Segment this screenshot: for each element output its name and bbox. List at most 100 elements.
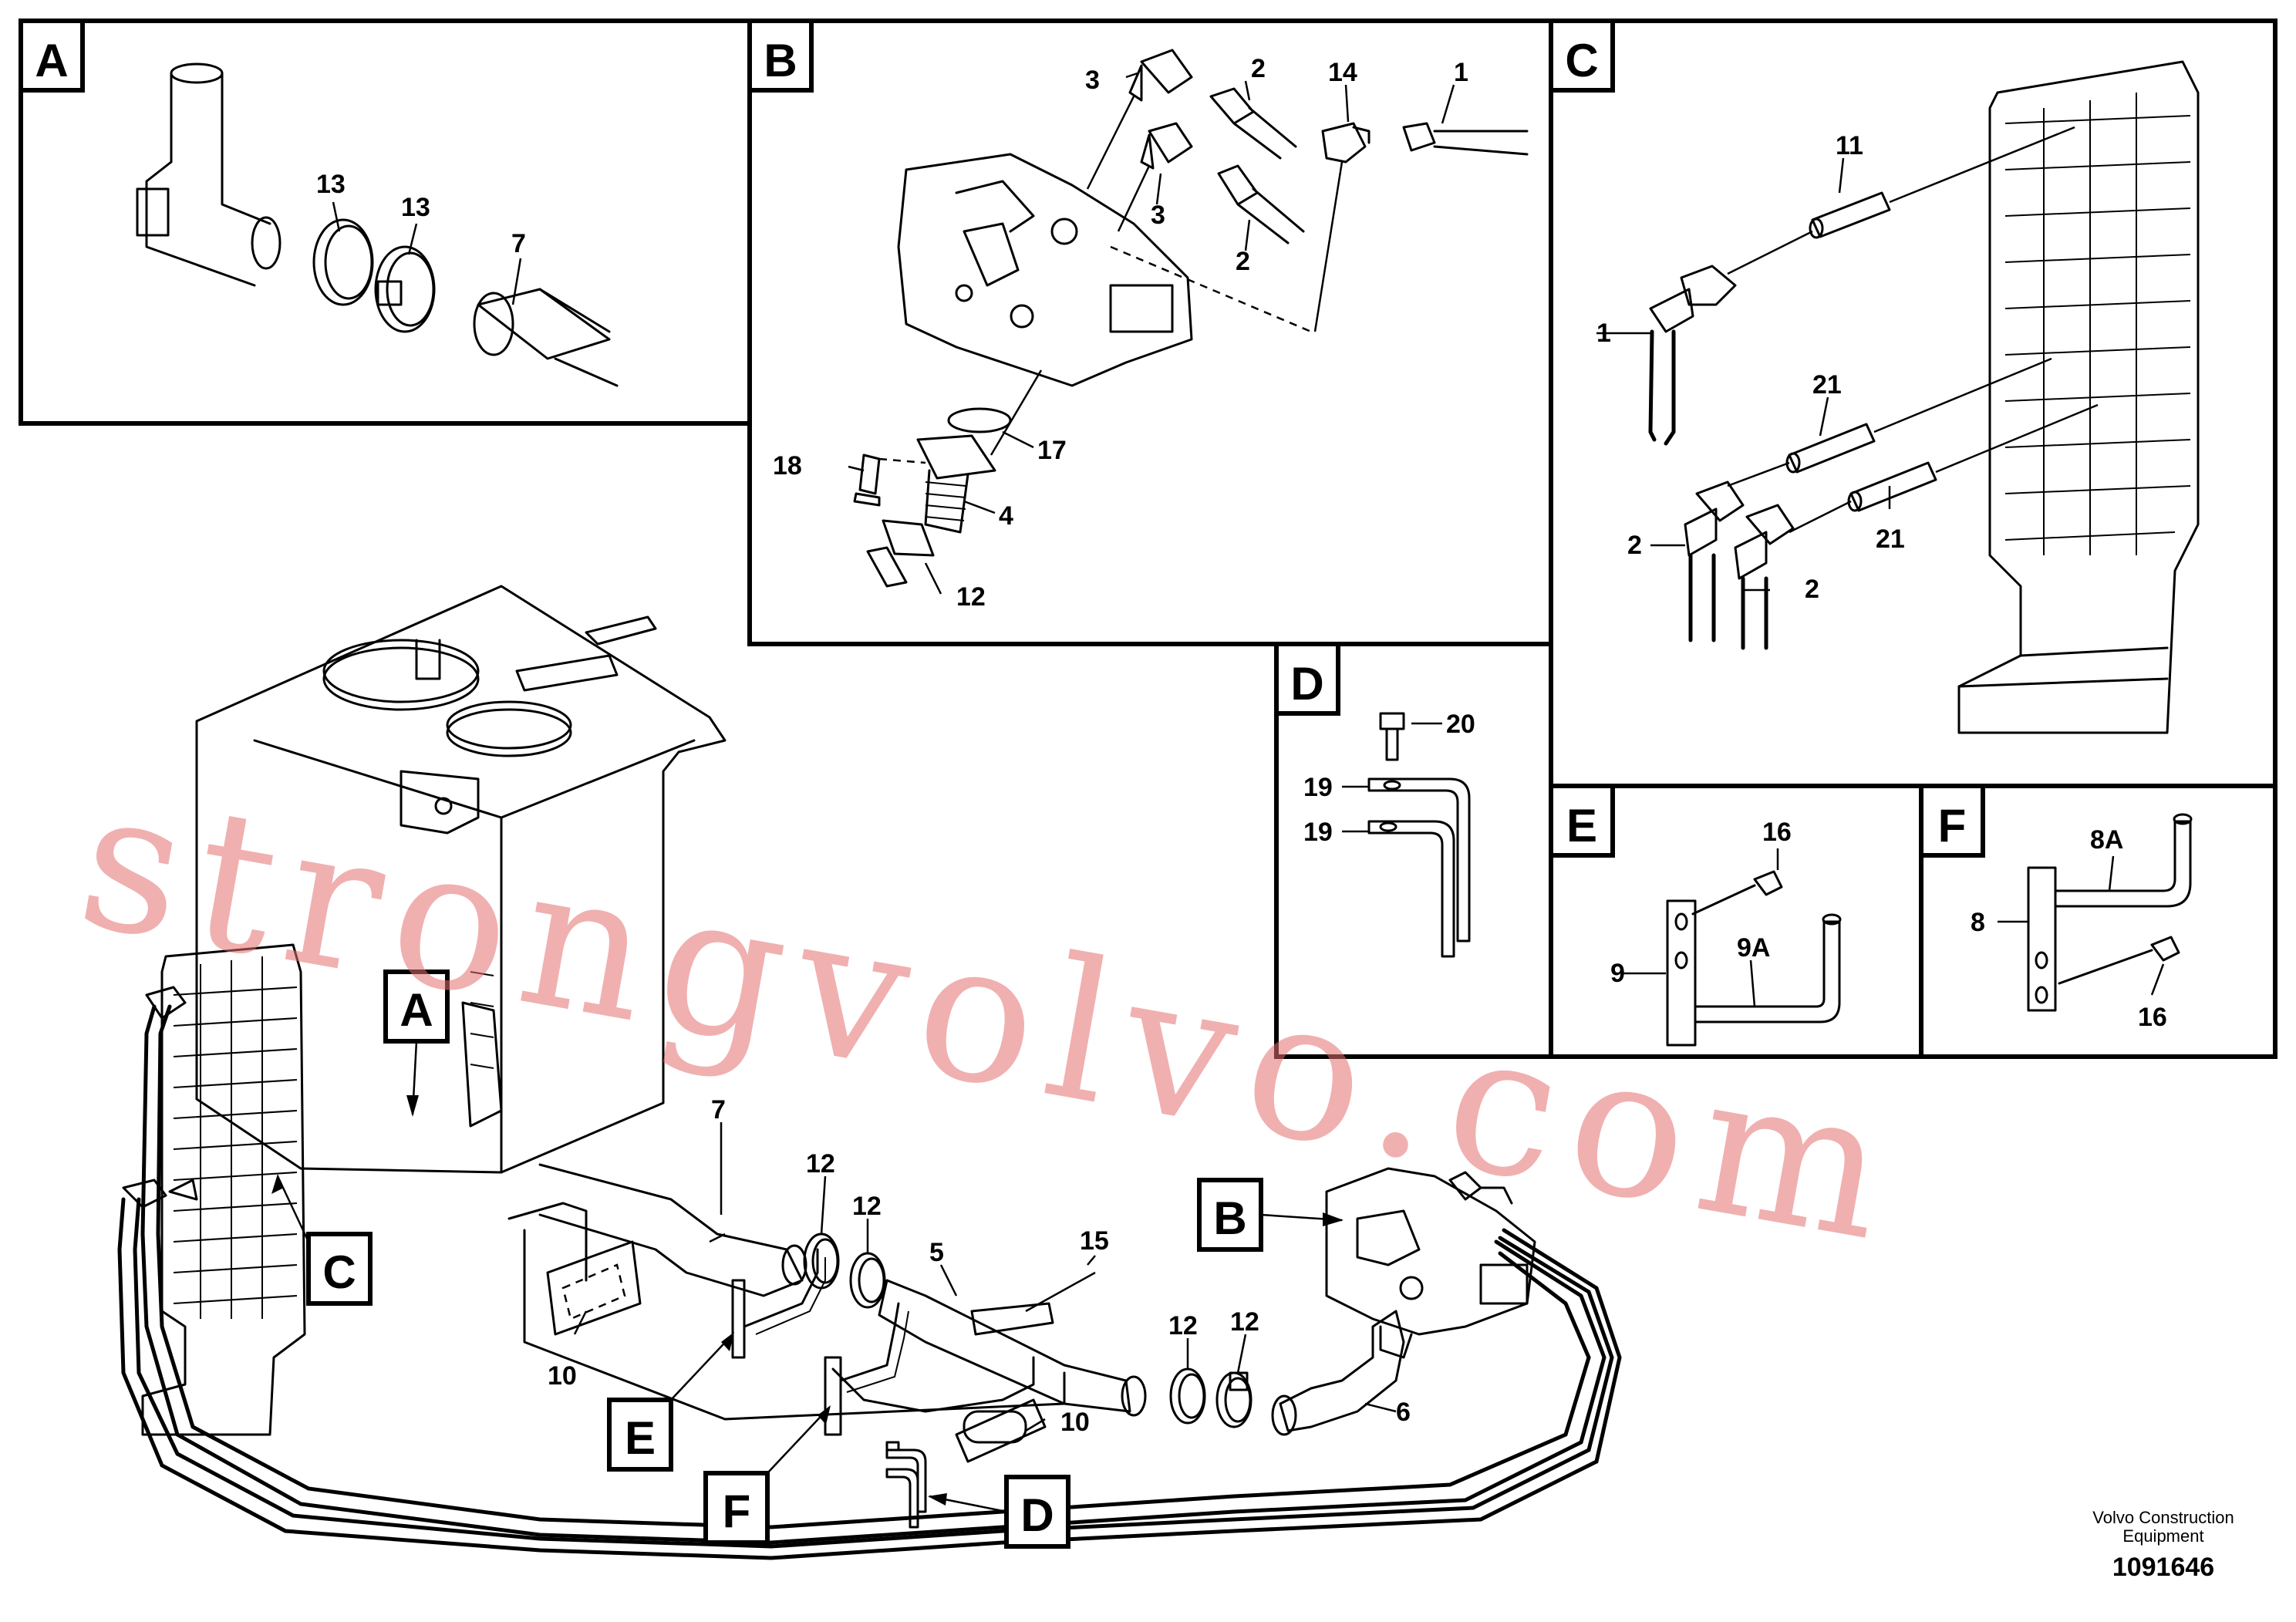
clamp-13-a (312, 218, 374, 306)
bracket-e-main (731, 1248, 826, 1359)
callout-b[interactable]: B (1197, 1178, 1344, 1252)
label-9a: 9A (1737, 933, 1770, 963)
callout-e[interactable]: E (607, 1332, 734, 1472)
label-12-b: 12 (956, 582, 986, 612)
control-valve-block (1957, 60, 2200, 734)
bracket-19 (1367, 777, 1471, 958)
panel-c: C (1549, 19, 2277, 788)
label-21-a: 21 (1812, 370, 1842, 400)
callout-e-label: E (625, 1412, 656, 1464)
hose-bundle (117, 986, 1622, 1560)
flange-4 (916, 434, 996, 534)
label-9: 9 (1610, 959, 1625, 988)
label-2-c-b: 2 (1805, 575, 1819, 604)
panel-b-letter: B (764, 35, 797, 86)
label-12-main-d: 12 (1230, 1307, 1259, 1337)
clamp-12-b (866, 519, 935, 588)
pipe-21-b (1847, 461, 1937, 512)
panel-c-letter: C (1565, 35, 1598, 86)
label-2-bottom: 2 (1236, 247, 1250, 276)
callout-d[interactable]: D (928, 1475, 1070, 1549)
callout-c[interactable]: C (271, 1174, 373, 1306)
oring-17 (947, 407, 1012, 433)
label-4: 4 (999, 501, 1013, 531)
label-2-c-a: 2 (1627, 531, 1642, 560)
label-1-c: 1 (1596, 319, 1611, 348)
label-3-bottom: 3 (1151, 201, 1165, 230)
hose-2-c-a (1684, 481, 1745, 642)
main-assembly: 7 12 12 5 15 12 12 6 10 10 A B C (117, 585, 1622, 1560)
label-5: 5 (929, 1238, 944, 1267)
clamp-12-main-b (849, 1252, 886, 1309)
label-11: 11 (1836, 131, 1863, 160)
label-15: 15 (1080, 1226, 1109, 1256)
clamp-12-main-d (1215, 1371, 1253, 1428)
bolt-16-e (1691, 870, 1783, 916)
footer: Volvo Construction Equipment 1091646 (2092, 1508, 2234, 1582)
hose-7-end (473, 288, 619, 387)
panel-f-letter: F (1938, 800, 1967, 851)
callout-a-label: A (400, 984, 433, 1036)
callout-a[interactable]: A (383, 969, 450, 1117)
fitting-14 (1321, 122, 1371, 164)
bolt-16-f (2058, 936, 2180, 985)
plate-9 (1666, 899, 1697, 1047)
label-10-b: 10 (1060, 1408, 1090, 1437)
callout-f-label: F (723, 1485, 751, 1537)
label-6: 6 (1396, 1398, 1411, 1427)
label-14: 14 (1328, 58, 1357, 87)
panel-d: D 20 19 19 (1274, 642, 1553, 1059)
label-19-b: 19 (1303, 818, 1333, 847)
footer-company: Volvo Construction (2092, 1508, 2234, 1527)
label-16-f: 16 (2138, 1003, 2167, 1032)
panel-d-letter: D (1290, 658, 1323, 710)
plate-8 (2027, 866, 2057, 1012)
frame-bottom (507, 1202, 1066, 1421)
bolt-20 (1379, 712, 1405, 761)
elbow-3-bottom (1140, 122, 1193, 170)
bolt-18 (853, 454, 881, 507)
hose-2-bottom (1217, 164, 1305, 244)
tube-8a (2054, 813, 2193, 908)
hose-1-c (1648, 265, 1737, 446)
elbow-3-top (1128, 49, 1193, 102)
clamp-13-b (374, 245, 436, 333)
main-pump (1325, 1167, 1536, 1359)
label-13-b: 13 (401, 193, 430, 222)
label-8a: 8A (2090, 825, 2123, 855)
document-number: 1091646 (2112, 1553, 2214, 1582)
panel-a-letter: A (35, 35, 68, 86)
label-13-a: 13 (316, 170, 346, 199)
callout-f[interactable]: F (703, 1405, 831, 1545)
label-7-main: 7 (711, 1095, 726, 1125)
label-10-a: 10 (548, 1361, 577, 1391)
clamp-12-main-a (803, 1233, 840, 1290)
tank-mount-10-a (546, 1240, 642, 1336)
callout-c-label: C (322, 1246, 356, 1298)
label-17: 17 (1037, 436, 1067, 465)
panel-e: E 16 9 9A (1549, 784, 1923, 1059)
label-21-b: 21 (1876, 524, 1905, 554)
footer-company-2: Equipment (2122, 1526, 2203, 1546)
label-2-top: 2 (1251, 54, 1266, 83)
panel-e-letter: E (1566, 800, 1597, 851)
label-18: 18 (773, 451, 802, 481)
label-12-main-c: 12 (1168, 1311, 1198, 1340)
pipe-11 (1809, 191, 1891, 239)
hydraulic-tank (195, 585, 727, 1174)
label-12-main-a: 12 (806, 1149, 835, 1179)
callout-b-label: B (1213, 1192, 1246, 1244)
label-19-a: 19 (1303, 773, 1333, 802)
label-20: 20 (1446, 710, 1475, 739)
tank-mount-10-b (955, 1398, 1047, 1463)
tank-port-cylinder (136, 62, 282, 287)
tube-9a (1694, 913, 1842, 1023)
hydraulic-pump (897, 153, 1193, 387)
bracket-f-main (824, 1302, 909, 1436)
frame-mid (831, 1356, 1035, 1413)
label-7-a: 7 (511, 229, 526, 258)
label-16-e: 16 (1762, 818, 1792, 847)
panel-a: A 13 13 7 (19, 19, 752, 426)
label-3-top: 3 (1085, 66, 1100, 95)
